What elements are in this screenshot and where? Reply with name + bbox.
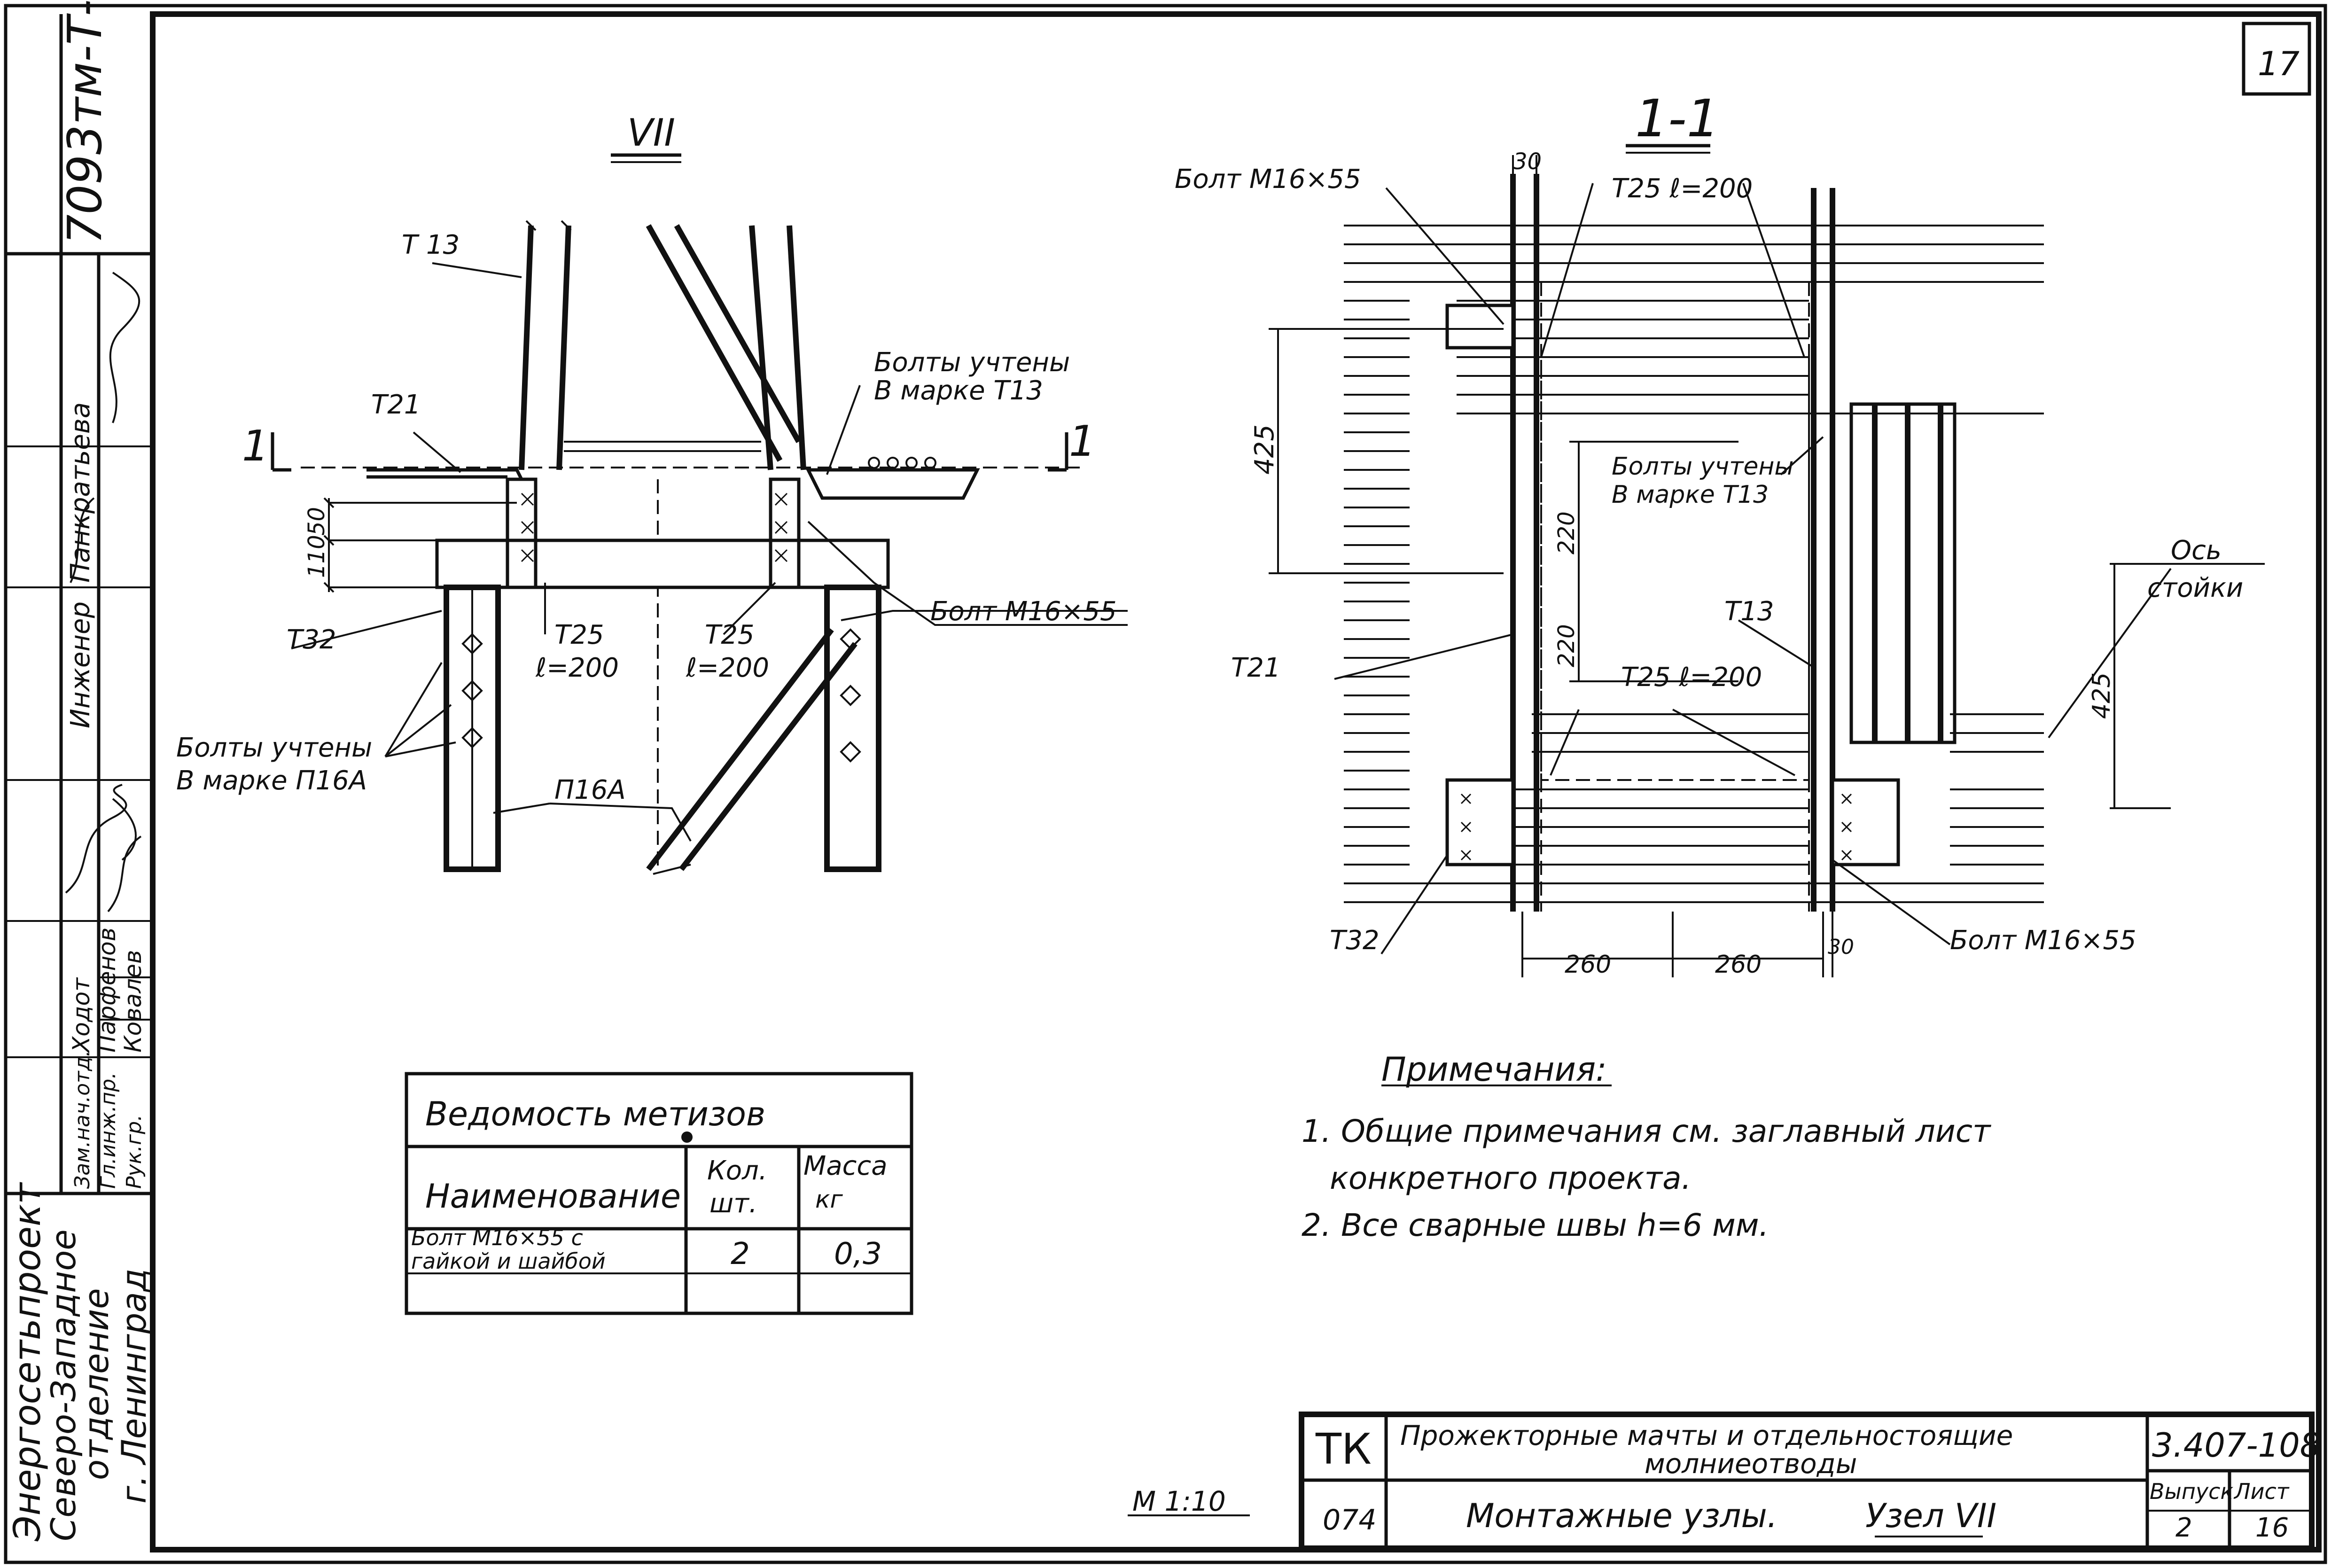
- vii-label-bolts-p16a-line1: Болты учтены: [176, 733, 372, 763]
- side-org-line2: Северо-Западное: [44, 1229, 83, 1541]
- side-name-pankratieva: Панкратьева: [65, 402, 96, 583]
- sec-dim-425-left: 425: [1249, 424, 1280, 475]
- section-title: 1-1: [1635, 88, 1720, 148]
- tb-code-prefix: ТК: [1315, 1425, 1372, 1474]
- vii-label-bolts-t13-line1: Болты учтены: [874, 347, 1070, 378]
- view-vii: [271, 153, 1128, 875]
- table-header-name: Наименование: [425, 1177, 681, 1216]
- table-header-qty-line1: Кол.: [707, 1155, 767, 1186]
- vii-label-t21: Т21: [371, 390, 421, 420]
- side-signatures: [65, 272, 142, 913]
- tb-title-line1: Прожекторные мачты и отдельностоящие: [1400, 1420, 2013, 1451]
- notes-item-1: 1. Общие примечания см. заглавный лист: [1302, 1113, 1992, 1149]
- side-org-line1: Энергосетьпроект: [7, 1182, 49, 1542]
- sec-label-t21: Т21: [1231, 653, 1280, 683]
- side-org-line4: г. Ленинград: [114, 1269, 154, 1504]
- side-name-kovalev: Ковалев: [119, 950, 147, 1053]
- vii-section-mark-right: 1: [1069, 417, 1096, 466]
- side-name-hodot: Ходот: [68, 977, 95, 1054]
- table-row-qty: 2: [731, 1237, 750, 1272]
- vii-label-t25a: Т25: [554, 620, 604, 650]
- sec-label-bolt-bottom: Болт М16×55: [1950, 925, 2136, 956]
- sec-label-t25-mid: Т25 ℓ=200: [1621, 662, 1762, 693]
- tb-sheet-label: Лист: [2233, 1479, 2290, 1504]
- side-role-head: Зам.нач.отд.: [70, 1050, 94, 1189]
- sec-dim-220-b: 220: [1553, 624, 1580, 667]
- vii-label-t13: Т 13: [402, 230, 460, 260]
- vii-label-bolts-t13-line2: В марке Т13: [874, 375, 1043, 406]
- sec-label-bolts-t13-line2: В марке Т13: [1612, 481, 1769, 509]
- tb-title-line2: молниеотводы: [1645, 1448, 1857, 1480]
- notes-title: Примечания:: [1381, 1050, 1607, 1089]
- sec-label-t32: Т32: [1330, 925, 1379, 956]
- tb-code-number: 074: [1323, 1504, 1377, 1537]
- table-row-name-line1: Болт М16×55 с: [411, 1225, 583, 1250]
- table-header-qty-line2: шт.: [709, 1188, 757, 1219]
- tb-node: Узел VII: [1865, 1497, 1996, 1535]
- view-vii-title: VII: [627, 111, 675, 155]
- tb-issue-label: Выпуск: [2150, 1479, 2233, 1504]
- page-number: 17: [2258, 45, 2300, 83]
- vii-label-bolt: Болт М16×55: [930, 596, 1117, 627]
- sec-label-t13: Т13: [1724, 596, 1774, 627]
- sec-label-axis-line1: Ось: [2171, 535, 2222, 566]
- table-header-mass-line2: кг: [815, 1186, 843, 1214]
- table-header-mass-line1: Масса: [803, 1151, 888, 1181]
- side-org-line3: отделение: [77, 1288, 116, 1480]
- tb-doc-number: 3.407-108: [2152, 1426, 2321, 1465]
- vii-label-t25b-len: ℓ=200: [686, 653, 769, 683]
- scale-label: М 1:10: [1132, 1485, 1226, 1517]
- sec-label-bolt-top: Болт М16×55: [1175, 164, 1361, 195]
- sec-dim-220-a: 220: [1553, 511, 1580, 554]
- sec-dim-260b: 260: [1715, 951, 1762, 979]
- side-stamp: [6, 14, 156, 1550]
- sec-label-axis-line2: стойки: [2147, 573, 2243, 603]
- notes-item-2: 2. Все сварные швы h=6 мм.: [1302, 1207, 1769, 1243]
- vii-section-mark-left: 1: [242, 421, 269, 471]
- side-role-chief: Гл.инж.пр.: [96, 1072, 120, 1189]
- side-role-engineer: Инженер: [65, 601, 96, 728]
- sec-dim-260: 260: [1565, 951, 1611, 979]
- vii-label-p16a: П16А: [554, 775, 626, 805]
- vii-label-t25b: Т25: [705, 620, 754, 650]
- section-1-1: [1269, 144, 2265, 977]
- sec-label-t25-top: Т25 ℓ=200: [1612, 173, 1753, 204]
- tb-issue-value: 2: [2175, 1513, 2192, 1543]
- sec-label-bolts-t13-line1: Болты учтены: [1612, 452, 1793, 481]
- side-doc-code: 7093тм-Т-17: [57, 0, 112, 244]
- table-title: Ведомость метизов: [425, 1095, 765, 1133]
- vii-label-bolts-p16a-line2: В марке П16А: [176, 765, 367, 796]
- vii-label-t25a-len: ℓ=200: [535, 653, 619, 683]
- title-block: [1299, 1412, 2315, 1551]
- sec-dim-30-top: 30: [1513, 148, 1542, 175]
- tb-subtitle: Монтажные узлы.: [1466, 1497, 1777, 1535]
- vii-dim-50: 50: [304, 507, 330, 536]
- vii-label-t32: Т32: [287, 624, 336, 655]
- notes-item-1b: конкретного проекта.: [1330, 1160, 1692, 1196]
- table-row-name-line2: гайкой и шайбой: [411, 1248, 606, 1274]
- vii-dim-110: 110: [304, 535, 330, 578]
- tb-sheet-value: 16: [2255, 1513, 2289, 1543]
- table-row-mass: 0,3: [834, 1237, 882, 1272]
- hardware-table: [405, 1072, 913, 1315]
- sec-dim-30-bottom: 30: [1828, 935, 1854, 959]
- side-role-group: Рук.гр.: [122, 1115, 146, 1189]
- sec-dim-425-right: 425: [2088, 672, 2116, 719]
- side-name-parfenov: Парфенов: [94, 928, 121, 1053]
